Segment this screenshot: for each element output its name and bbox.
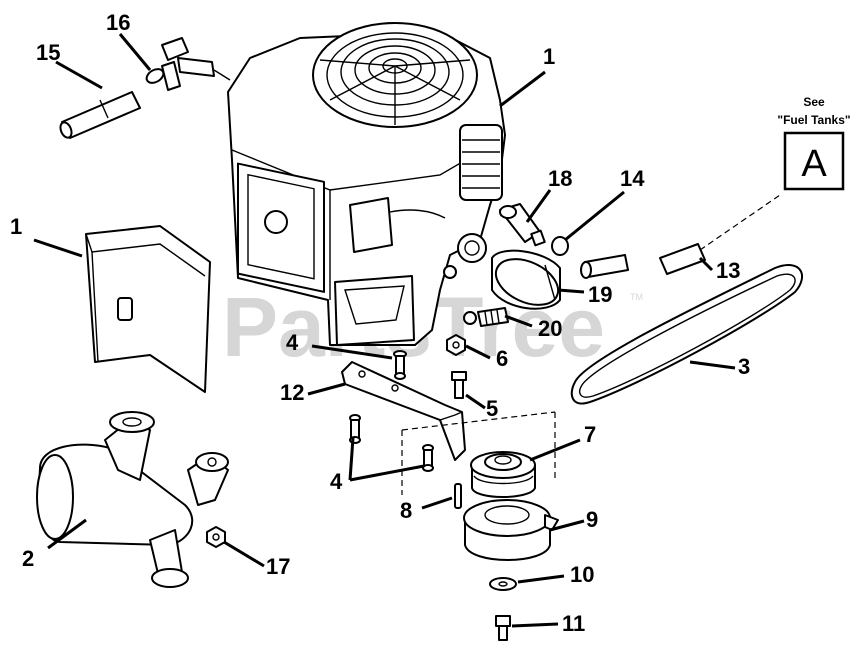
- callout-labels: 1 1 2 3 4 4 5 6 7 8 9 10 11 12 13 14 15 …: [10, 10, 750, 636]
- callout-15: 15: [36, 40, 60, 65]
- fuel-filter-part[interactable]: [499, 203, 546, 247]
- fuel-fitting-part[interactable]: [161, 37, 231, 91]
- reference-fuel-tanks-text: "Fuel Tanks": [777, 113, 850, 127]
- callout-6: 6: [496, 346, 508, 371]
- pulley-part[interactable]: [470, 451, 536, 498]
- callout-2: 2: [22, 546, 34, 571]
- fuel-hose-part-13[interactable]: [580, 194, 781, 279]
- callout-14: 14: [620, 166, 645, 191]
- muffler-nut-part[interactable]: [206, 526, 226, 548]
- callout-16: 16: [106, 10, 130, 35]
- air-cleaner-cover-part[interactable]: [85, 225, 211, 393]
- reference-see-text: See: [803, 95, 825, 109]
- callout-1-engine: 1: [543, 44, 555, 69]
- callout-10: 10: [570, 562, 594, 587]
- callout-7: 7: [584, 422, 596, 447]
- callout-4-lower: 4: [330, 469, 343, 494]
- clutch-part[interactable]: [463, 499, 559, 561]
- callout-1-air-cleaner: 1: [10, 214, 22, 239]
- callout-20: 20: [538, 316, 562, 341]
- bolt-part-11[interactable]: [495, 615, 511, 641]
- callout-5: 5: [486, 396, 498, 421]
- engine-part[interactable]: [227, 22, 506, 346]
- callout-3: 3: [738, 354, 750, 379]
- reference-box[interactable]: [783, 131, 845, 191]
- reference-box-letter: A: [801, 143, 827, 185]
- callout-13: 13: [716, 258, 740, 283]
- callout-17: 17: [266, 554, 290, 579]
- oil-drain-part[interactable]: [463, 307, 509, 327]
- oil-filter-part[interactable]: [489, 249, 566, 314]
- callout-11: 11: [562, 611, 585, 636]
- key-part[interactable]: [454, 483, 462, 509]
- leader-lines: [33, 33, 736, 628]
- callout-4-upper: 4: [286, 330, 299, 355]
- callout-12: 12: [280, 380, 304, 405]
- callout-8: 8: [400, 498, 412, 523]
- bolt-part-4-lower-b[interactable]: [422, 444, 434, 472]
- callout-18: 18: [548, 166, 572, 191]
- washer-part[interactable]: [489, 577, 517, 591]
- bolt-part-4[interactable]: [393, 350, 407, 380]
- fuel-hose-part[interactable]: [58, 91, 141, 139]
- hose-clamp-part-14[interactable]: [551, 236, 569, 256]
- nut-part-6[interactable]: [446, 334, 466, 356]
- muffler-part[interactable]: [36, 411, 229, 588]
- callout-19: 19: [588, 282, 612, 307]
- callout-9: 9: [586, 507, 598, 532]
- bracket-part[interactable]: [341, 361, 466, 461]
- watermark-trademark: TM: [630, 292, 643, 302]
- bolt-part-5[interactable]: [451, 371, 467, 399]
- belt-part[interactable]: [570, 264, 804, 405]
